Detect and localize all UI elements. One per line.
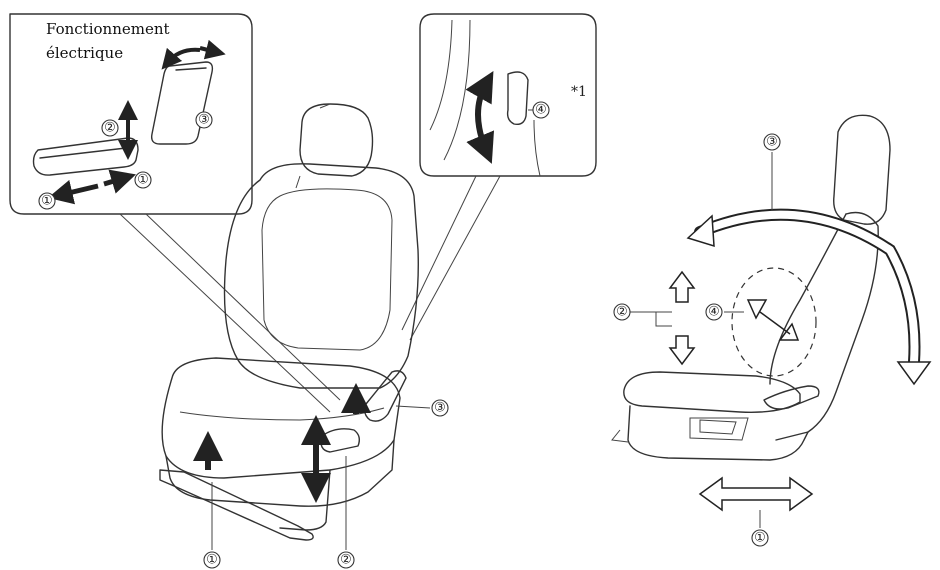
seat-main-view: ① ② ③ — [159, 103, 449, 569]
arrow-forward-back-right — [103, 169, 136, 194]
label-2-side: ② — [616, 305, 628, 320]
headrest — [299, 103, 374, 177]
arrow-lumbar-in — [746, 299, 768, 320]
arrow-lumbar-out — [778, 322, 800, 341]
label-2-main: ② — [340, 553, 352, 568]
arrow-recline-right — [199, 39, 226, 60]
side-recline-switch — [363, 370, 407, 422]
callout-lines — [119, 175, 501, 413]
seat-cushion — [161, 357, 401, 479]
side-cushion — [623, 371, 801, 413]
lumbar-lever-icon — [506, 71, 529, 126]
side-seat-back — [775, 211, 879, 441]
label-2-inset: ② — [104, 121, 116, 136]
label-4-inset: ④ — [535, 103, 547, 118]
arrow-forward-back-left — [47, 179, 99, 205]
label-3-inset: ③ — [198, 113, 210, 128]
arrow-height-side — [668, 270, 696, 366]
label-4-side: ④ — [708, 305, 720, 320]
seat-side-view: ③ ② ④ ① — [611, 114, 932, 547]
label-1-side: ① — [754, 531, 766, 546]
seat-rail — [159, 469, 314, 541]
label-1-right: ① — [137, 173, 149, 188]
label-1-left: ① — [41, 194, 53, 209]
inset-title-line2: électrique — [46, 44, 123, 62]
label-3-side: ③ — [766, 135, 778, 150]
seat-back — [223, 163, 419, 389]
label-1-main: ① — [206, 553, 218, 568]
side-headrest — [833, 114, 891, 225]
inset-title-line1: Fonctionnement — [46, 20, 170, 38]
arrow-lumbar-inset — [465, 70, 495, 164]
lumbar-zone — [731, 267, 817, 377]
side-seat-switch — [320, 428, 361, 453]
label-3-main: ③ — [434, 401, 446, 416]
arrow-fore-aft-side — [698, 476, 814, 512]
arrow-recline-left — [161, 47, 201, 70]
seat-switch-icon — [32, 137, 139, 176]
recline-switch-icon — [150, 61, 214, 145]
lumbar-lever-inset: ④ *1 — [419, 13, 597, 177]
footnote-mark: *1 — [571, 84, 587, 100]
side-switch-panel — [689, 417, 749, 441]
electric-operation-inset: Fonctionnement électrique ① ① ② ③ — [9, 13, 253, 215]
